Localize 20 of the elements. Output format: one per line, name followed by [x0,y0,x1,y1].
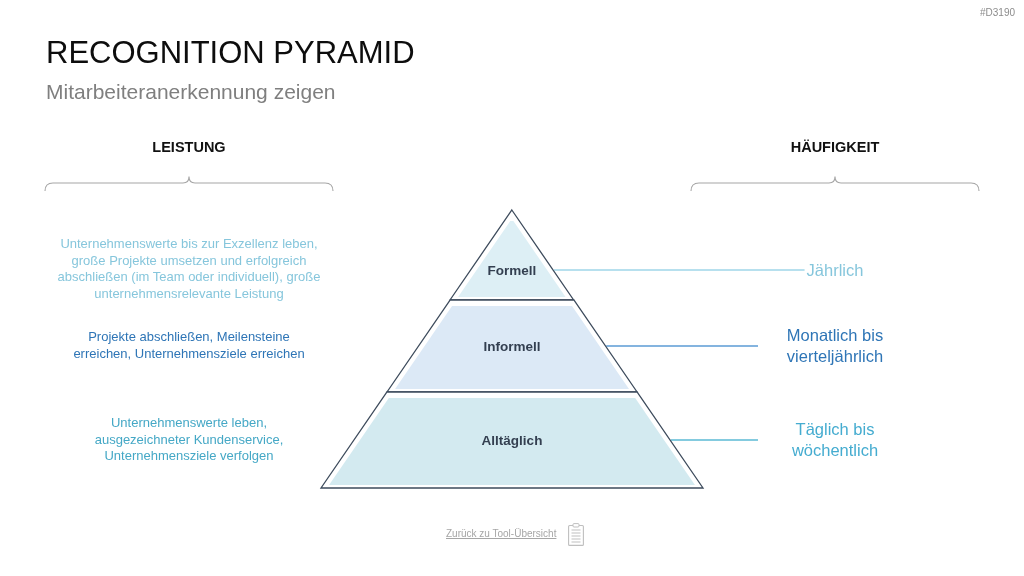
connector-line [553,269,806,271]
slide-title: RECOGNITION PYRAMID [46,35,415,71]
frequency-text: Monatlich bis vierteljährlich [760,325,910,367]
connector-line [670,439,759,441]
pyramid-tier [448,208,576,302]
column-heading: LEISTUNG [152,139,226,155]
description-text: Unternehmenswerte bis zur Exzellenz leben, große Projekte umsetzen und erfolgreich abschließen (im Team oder individuell), große unternehmensrelevante Leistung [56,236,322,302]
pyramid-tier [319,390,705,490]
description-text: Unternehmenswerte leben, ausgezeichneter Kundenservice, Unternehmensziele verfolgen [93,415,285,465]
tier-label: Informell [483,338,541,354]
tier-label: Formell [487,262,537,278]
connector-line [605,345,759,347]
tier-label: Alltäglich [481,432,543,448]
slide-subtitle: Mitarbeiteranerkennung zeigen [46,80,336,104]
back-link: Zurück zu Tool-Übersicht [446,528,557,539]
column-heading: HÄUFIGKEIT [790,139,880,155]
description-text: Projekte abschließen, Meilensteine erreichen, Unternehmensziele erreichen [72,329,306,362]
frequency-text: Jährlich [806,259,864,281]
frequency-text: Täglich bis wöchentlich [760,419,910,461]
slide-code: #D3190 [979,7,1015,18]
